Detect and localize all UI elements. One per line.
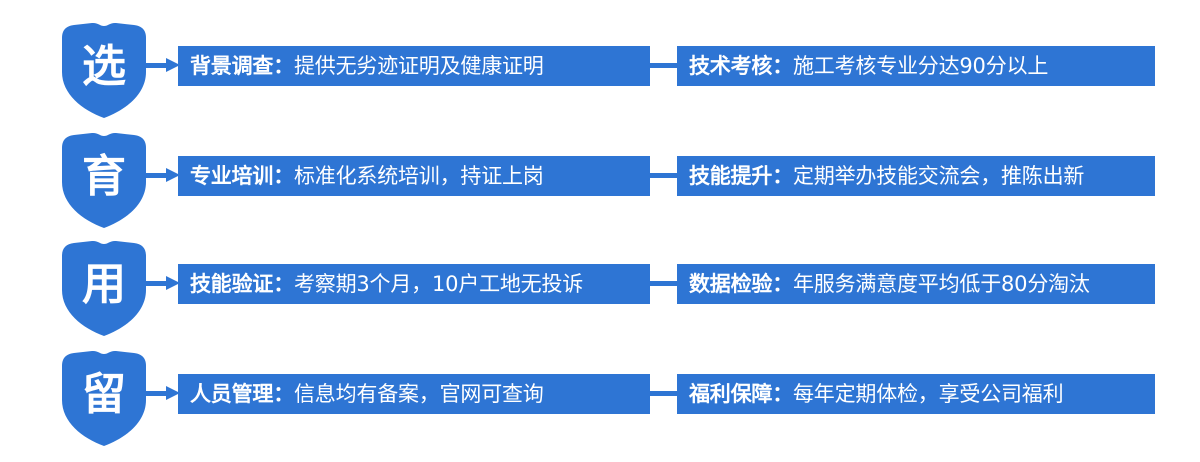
shield-badge-4: 留 — [52, 338, 156, 448]
shield-icon — [62, 350, 146, 446]
step-desc-left: 信息均有备案，官网可查询 — [294, 382, 544, 406]
step-desc-right: 每年定期体检，享受公司福利 — [793, 382, 1064, 406]
step-desc-left: 标准化系统培训，持证上岗 — [294, 164, 544, 188]
step-text-right: 数据检验：年服务满意度平均低于80分淘汰 — [689, 264, 1090, 304]
arrow-icon — [138, 168, 182, 182]
shield-label: 选 — [82, 41, 126, 92]
step-label-left: 人员管理： — [190, 382, 294, 406]
box-connector — [650, 391, 677, 396]
step-label-left: 专业培训： — [190, 164, 294, 188]
step-box-right[interactable]: 技能提升：定期举办技能交流会，推陈出新 — [677, 156, 1155, 196]
step-box-right[interactable]: 福利保障：每年定期体检，享受公司福利 — [677, 374, 1155, 414]
step-label-left: 技能验证： — [190, 272, 294, 296]
step-desc-left: 考察期3个月，10户工地无投诉 — [294, 272, 584, 296]
flow-row: 留 人员管理：信息均有备案，官网可查询 福利保障：每年定期体检，享受公司福利 — [0, 338, 1200, 448]
step-text-left: 专业培训：标准化系统培训，持证上岗 — [190, 156, 544, 196]
shield-label: 留 — [82, 369, 126, 420]
step-text-right: 技术考核：施工考核专业分达90分以上 — [689, 46, 1048, 86]
step-text-left: 人员管理：信息均有备案，官网可查询 — [190, 374, 544, 414]
step-desc-left: 提供无劣迹证明及健康证明 — [294, 54, 544, 78]
step-box-right[interactable]: 数据检验：年服务满意度平均低于80分淘汰 — [677, 264, 1155, 304]
shield-badge-2: 育 — [52, 120, 156, 230]
step-text-left: 背景调查：提供无劣迹证明及健康证明 — [190, 46, 544, 86]
box-connector — [650, 281, 677, 286]
shield-icon — [62, 132, 146, 228]
step-box-left[interactable]: 背景调查：提供无劣迹证明及健康证明 — [178, 46, 650, 86]
step-box-left[interactable]: 专业培训：标准化系统培训，持证上岗 — [178, 156, 650, 196]
step-desc-right: 定期举办技能交流会，推陈出新 — [793, 164, 1085, 188]
arrow-icon — [138, 276, 182, 290]
flow-row: 用 技能验证：考察期3个月，10户工地无投诉 数据检验：年服务满意度平均低于80… — [0, 228, 1200, 338]
shield-icon — [62, 240, 146, 336]
step-label-right: 技术考核： — [689, 54, 793, 78]
shield-icon — [62, 22, 146, 118]
step-label-left: 背景调查： — [190, 54, 294, 78]
step-desc-right: 年服务满意度平均低于80分淘汰 — [793, 272, 1090, 296]
shield-label: 育 — [82, 151, 126, 202]
box-connector — [650, 63, 677, 68]
step-text-right: 福利保障：每年定期体检，享受公司福利 — [689, 374, 1064, 414]
step-text-right: 技能提升：定期举办技能交流会，推陈出新 — [689, 156, 1084, 196]
step-label-right: 数据检验： — [689, 272, 793, 296]
flow-row: 育 专业培训：标准化系统培训，持证上岗 技能提升：定期举办技能交流会，推陈出新 — [0, 120, 1200, 230]
shield-badge-3: 用 — [52, 228, 156, 338]
step-desc-right: 施工考核专业分达90分以上 — [793, 54, 1049, 78]
shield-label: 用 — [82, 259, 126, 310]
step-text-left: 技能验证：考察期3个月，10户工地无投诉 — [190, 264, 583, 304]
step-box-left[interactable]: 人员管理：信息均有备案，官网可查询 — [178, 374, 650, 414]
arrow-icon — [138, 386, 182, 400]
box-connector — [650, 173, 677, 178]
arrow-icon — [138, 58, 182, 72]
step-box-right[interactable]: 技术考核：施工考核专业分达90分以上 — [677, 46, 1155, 86]
flow-row: 选 背景调查：提供无劣迹证明及健康证明 技术考核：施工考核专业分达90分以上 — [0, 10, 1200, 120]
step-box-left[interactable]: 技能验证：考察期3个月，10户工地无投诉 — [178, 264, 650, 304]
shield-badge-1: 选 — [52, 10, 156, 120]
step-label-right: 福利保障： — [689, 382, 793, 406]
step-label-right: 技能提升： — [689, 164, 793, 188]
